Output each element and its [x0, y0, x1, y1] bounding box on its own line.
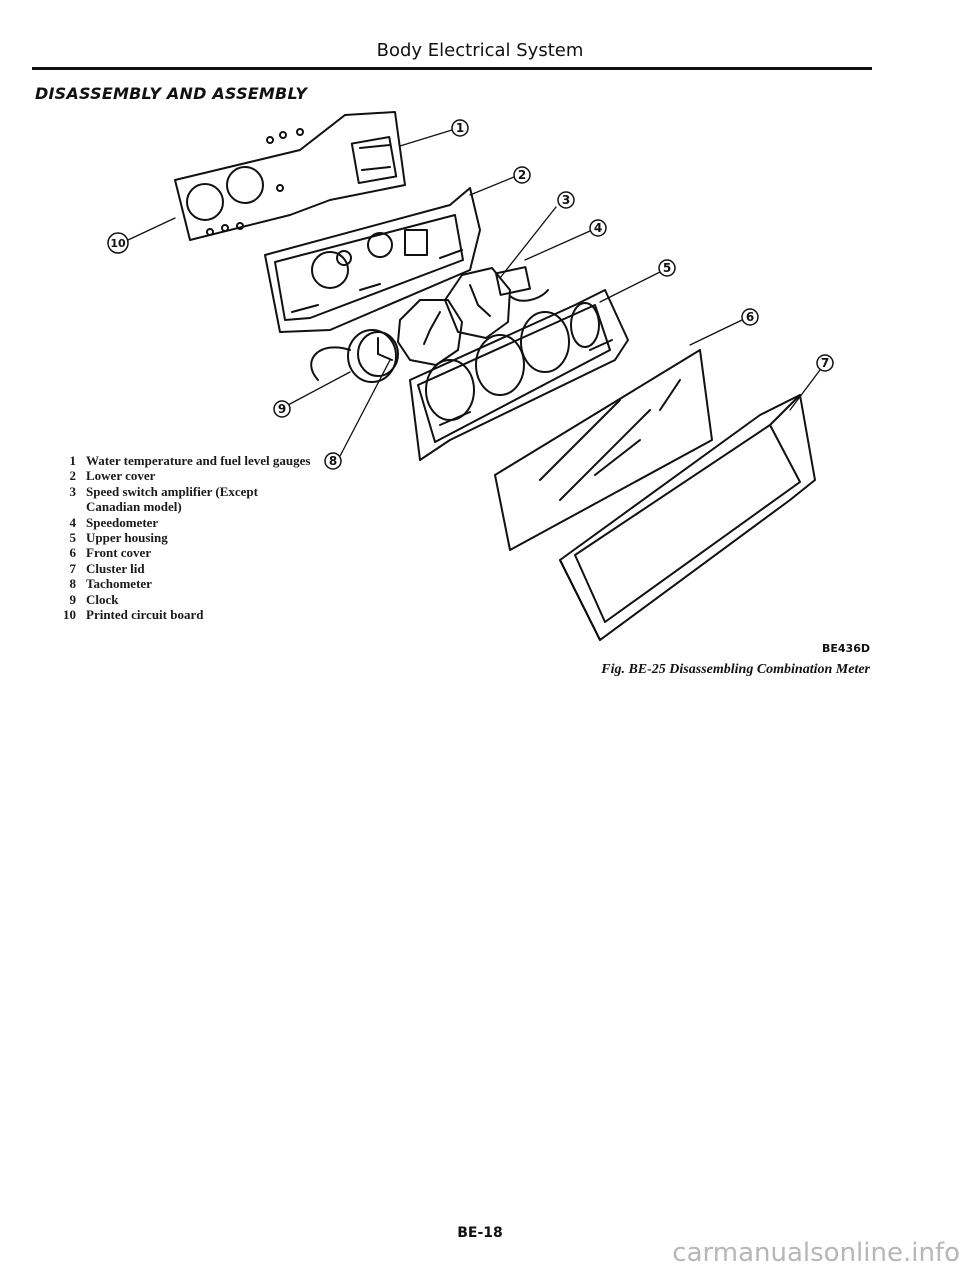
legend-text: Printed circuit board	[86, 607, 204, 623]
legend-text: Front cover	[86, 545, 152, 561]
exploded-view-diagram: 1 2 3 4 5 6 7 8 9 10	[107, 111, 834, 641]
legend-text: Water temperature and fuel level gauges	[86, 453, 311, 468]
legend-number: 7	[69, 560, 77, 576]
legend-item: 5 Upper housing	[52, 530, 312, 545]
svg-text:1: 1	[456, 121, 464, 135]
svg-text:6: 6	[746, 310, 754, 324]
callout-1: 1	[451, 119, 469, 137]
callout-5: 5	[658, 259, 676, 277]
legend-item: 1 Water temperature and fuel level gauges	[52, 453, 312, 468]
cluster-lid-part	[559, 394, 816, 641]
legend-item: 2 Lower cover	[52, 468, 312, 483]
legend-text: Speedometer	[86, 514, 159, 530]
callout-9: 9	[273, 400, 291, 418]
legend-number: 4	[69, 514, 77, 530]
legend-text: Speed switch amplifier (Except Canadian …	[86, 483, 258, 515]
legend-item: 6 Front cover	[52, 545, 312, 560]
parts-legend: 1 Water temperature and fuel level gauges…	[52, 453, 312, 622]
callout-2: 2	[513, 166, 531, 184]
page-header-title: Body Electrical System	[376, 40, 584, 61]
svg-text:8: 8	[329, 454, 337, 468]
legend-item: 10 Printed circuit board	[52, 607, 312, 622]
printed-circuit-board-part	[174, 111, 406, 241]
legend-number: 6	[69, 545, 77, 561]
legend-text: Cluster lid	[86, 560, 145, 576]
legend-item: 4 Speedometer	[52, 515, 312, 530]
callout-6: 6	[741, 308, 759, 326]
legend-text: Upper housing	[86, 530, 168, 546]
clock-part	[310, 329, 399, 383]
upper-housing-part	[409, 289, 629, 461]
legend-item: 9 Clock	[52, 592, 312, 607]
header-rule	[32, 67, 872, 70]
svg-text:4: 4	[594, 221, 602, 235]
legend-text: Clock	[86, 591, 119, 607]
tachometer-part	[397, 299, 463, 366]
watermark: carmanualsonline.info	[672, 1238, 960, 1268]
front-cover-part	[494, 349, 713, 551]
legend-text: Tachometer	[86, 576, 152, 592]
legend-text: Lower cover	[86, 468, 156, 484]
svg-text:7: 7	[821, 356, 829, 370]
legend-number: 5	[69, 530, 77, 546]
figure-caption: Fig. BE-25 Disassembling Combination Met…	[601, 662, 870, 677]
svg-text:5: 5	[663, 261, 671, 275]
legend-number: 10	[63, 607, 76, 623]
legend-number: 3	[69, 483, 77, 499]
svg-text:2: 2	[518, 168, 526, 182]
speed-switch-amplifier-part	[495, 266, 549, 302]
callout-markers: 1 2 3 4 5 6 7 8 9 10	[107, 119, 834, 470]
legend-item: 8 Tachometer	[52, 576, 312, 591]
legend-number: 9	[69, 591, 77, 607]
svg-text:9: 9	[278, 402, 286, 416]
svg-text:3: 3	[562, 193, 570, 207]
lower-cover-part	[264, 187, 481, 333]
svg-text:10: 10	[110, 237, 126, 250]
legend-number: 8	[69, 576, 77, 592]
legend-number: 1	[69, 453, 77, 468]
callout-8: 8	[324, 452, 342, 470]
legend-item: 3 Speed switch amplifier (Except Canadian…	[52, 484, 312, 515]
legend-item: 7 Cluster lid	[52, 561, 312, 576]
callout-7: 7	[816, 354, 834, 372]
callout-3: 3	[557, 191, 575, 209]
speedometer-part	[444, 267, 511, 339]
figure-code: BE436D	[822, 642, 870, 655]
callout-4: 4	[589, 219, 607, 237]
callout-10: 10	[107, 232, 129, 254]
page-number: BE-18	[457, 1225, 503, 1241]
legend-number: 2	[69, 468, 77, 484]
section-title: DISASSEMBLY AND ASSEMBLY	[35, 84, 308, 103]
